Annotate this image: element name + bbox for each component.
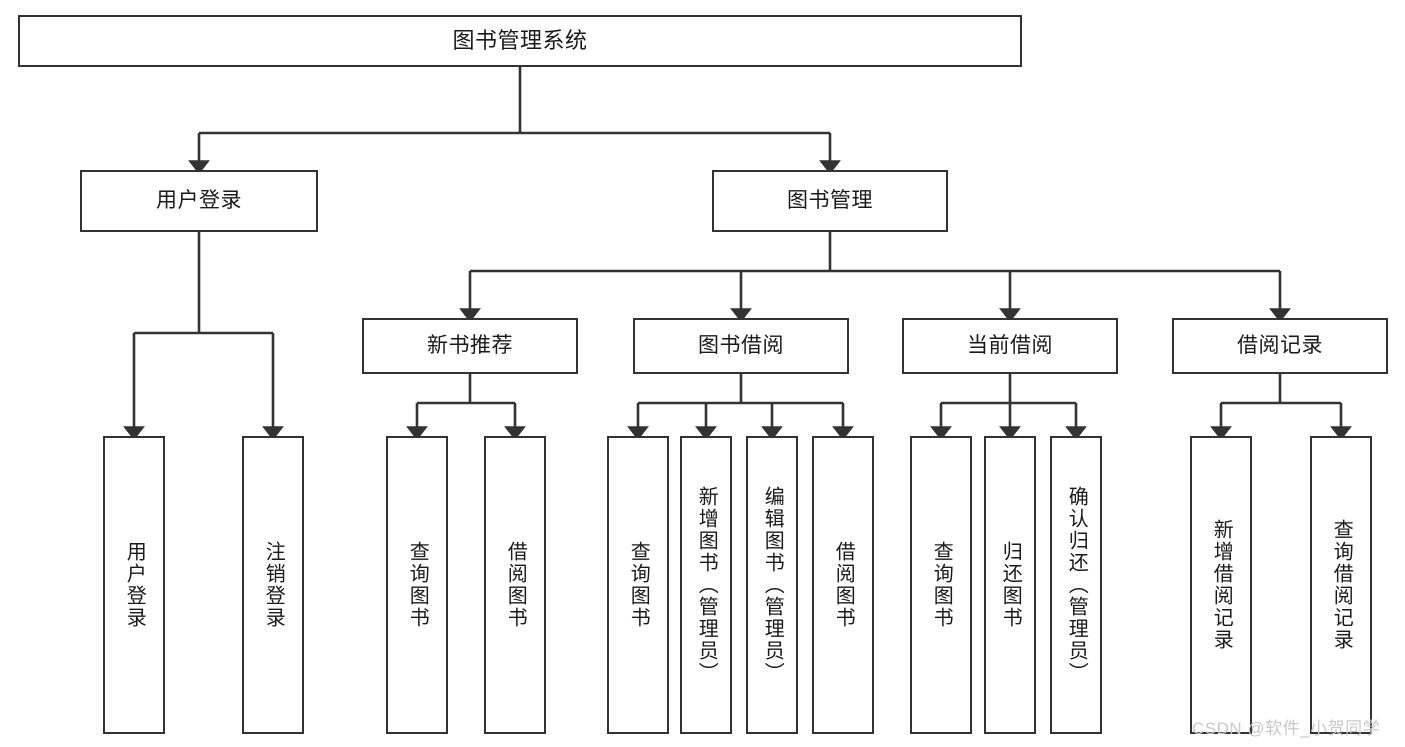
csdn-watermark: CSDN @软件_小贺同学: [1192, 719, 1381, 738]
node-label: 查询图书: [406, 541, 429, 629]
node-leaf-rec-query[interactable]: 查询图书: [386, 436, 448, 734]
node-label: 归还图书: [999, 541, 1022, 629]
node-borrow-record[interactable]: 借阅记录: [1172, 318, 1388, 374]
node-leaf-cur-confirm[interactable]: 确认归还（管理员）: [1050, 436, 1102, 734]
node-label: 图书借阅: [698, 333, 784, 357]
node-book-manage[interactable]: 图书管理: [712, 170, 948, 232]
node-label: 图书管理系统: [452, 28, 588, 54]
node-label: 查询图书: [627, 541, 650, 629]
node-label: 确认归还（管理员）: [1065, 486, 1088, 684]
node-user-login[interactable]: 用户登录: [80, 170, 318, 232]
node-leaf-rec-add[interactable]: 新增借阅记录: [1190, 436, 1252, 734]
node-leaf-cur-return[interactable]: 归还图书: [984, 436, 1036, 734]
node-leaf-bor-lend[interactable]: 借阅图书: [812, 436, 874, 734]
node-label: 编辑图书（管理员）: [761, 486, 784, 684]
node-label: 借阅图书: [504, 541, 527, 629]
node-label: 查询图书: [930, 541, 953, 629]
node-label: 借阅图书: [832, 541, 855, 629]
node-leaf-user-logout[interactable]: 注销登录: [242, 436, 304, 734]
node-leaf-bor-edit[interactable]: 编辑图书（管理员）: [746, 436, 798, 734]
node-label: 用户登录: [156, 188, 242, 212]
node-leaf-bor-query[interactable]: 查询图书: [607, 436, 669, 734]
node-label: 查询借阅记录: [1330, 519, 1353, 651]
node-label: 用户登录: [123, 541, 146, 629]
node-leaf-rec-borrow[interactable]: 借阅图书: [484, 436, 546, 734]
node-new-book-rec[interactable]: 新书推荐: [362, 318, 578, 374]
node-leaf-user-login[interactable]: 用户登录: [103, 436, 165, 734]
node-root[interactable]: 图书管理系统: [18, 15, 1022, 67]
node-leaf-cur-query[interactable]: 查询图书: [910, 436, 972, 734]
node-label: 图书管理: [787, 188, 873, 212]
node-label: 借阅记录: [1237, 333, 1323, 357]
node-label: 新增图书（管理员）: [695, 486, 718, 684]
node-label: 当前借阅: [967, 333, 1053, 357]
node-label: 新书推荐: [427, 333, 513, 357]
node-book-borrow[interactable]: 图书借阅: [633, 318, 849, 374]
node-label: 新增借阅记录: [1210, 519, 1233, 651]
node-label: 注销登录: [262, 541, 285, 629]
node-current-borrow[interactable]: 当前借阅: [902, 318, 1118, 374]
node-leaf-rec-search[interactable]: 查询借阅记录: [1310, 436, 1372, 734]
node-leaf-bor-add[interactable]: 新增图书（管理员）: [680, 436, 732, 734]
